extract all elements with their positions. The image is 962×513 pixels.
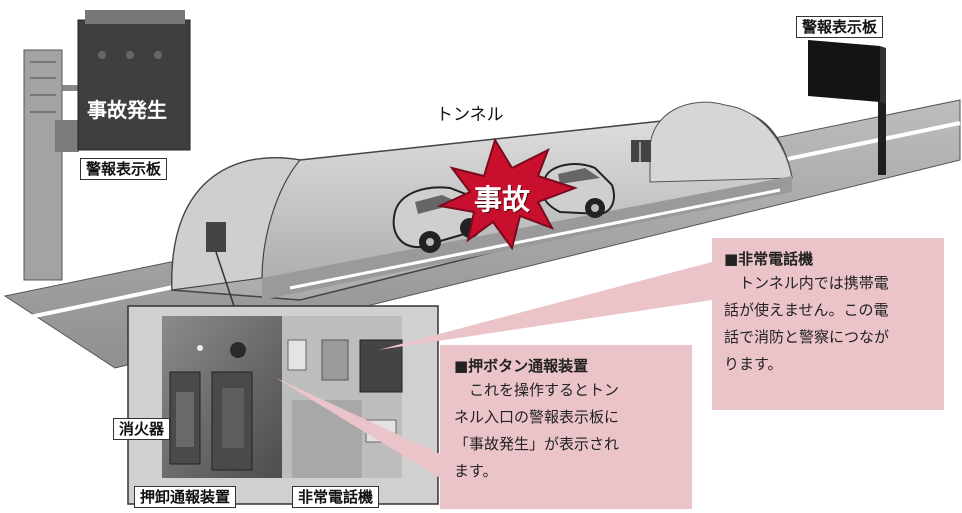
note-line: ネル入口の警報表示板に: [454, 408, 620, 426]
right-warning-sign: [808, 40, 886, 175]
warning-board-label-right: 警報表示板: [796, 16, 884, 38]
callout-pointer-button: [276, 378, 440, 478]
accident-label: 事故: [474, 183, 531, 216]
emergency-phone-device-label: 非常電話機: [292, 486, 380, 508]
note-push-button-title: ■押ボタン通報装置: [454, 357, 589, 375]
left-sign-structure: [23, 10, 191, 281]
note-line: これを操作するとトン: [469, 381, 620, 399]
note-line: 「事故発生」が表示され: [454, 435, 620, 453]
callout-pointer-phone: [378, 262, 712, 350]
note-emergency-phone-title: ■非常電話機: [724, 250, 814, 268]
car-front: [541, 163, 615, 218]
note-emergency-phone-body: トンネル内では携帯電 話が使えません。この電 話で消防と警察につなが ります。: [724, 270, 932, 378]
note-line: ります。: [724, 355, 783, 373]
tunnel-phone-box-far: [631, 140, 651, 162]
tunnel-phone-box-near: [206, 222, 226, 252]
note-push-button-body: これを操作するとトン ネル入口の警報表示板に 「事故発生」が表示され ます。: [454, 377, 678, 485]
extinguisher-label: 消火器: [113, 418, 171, 440]
leader-line-device: [215, 251, 237, 313]
accident-burst: [436, 137, 579, 251]
note-push-button: ■押ボタン通報装置 これを操作するとトン ネル入口の警報表示板に 「事故発生」が…: [440, 345, 692, 509]
emergency-device-photo: [127, 305, 439, 505]
tunnel-label: トンネル: [436, 105, 504, 125]
accident-occurred-sign-text: 事故発生: [87, 98, 167, 122]
note-emergency-phone: ■非常電話機 トンネル内では携帯電 話が使えません。この電 話で消防と警察につな…: [712, 238, 944, 410]
note-line: 話で消防と警察につなが: [724, 328, 890, 346]
warning-board-label-left: 警報表示板: [80, 158, 168, 180]
note-line: 話が使えません。この電: [724, 301, 889, 319]
note-line: ます。: [454, 462, 498, 480]
push-button-device-label: 押卸通報装置: [134, 486, 237, 508]
note-line: トンネル内では携帯電: [739, 274, 889, 292]
